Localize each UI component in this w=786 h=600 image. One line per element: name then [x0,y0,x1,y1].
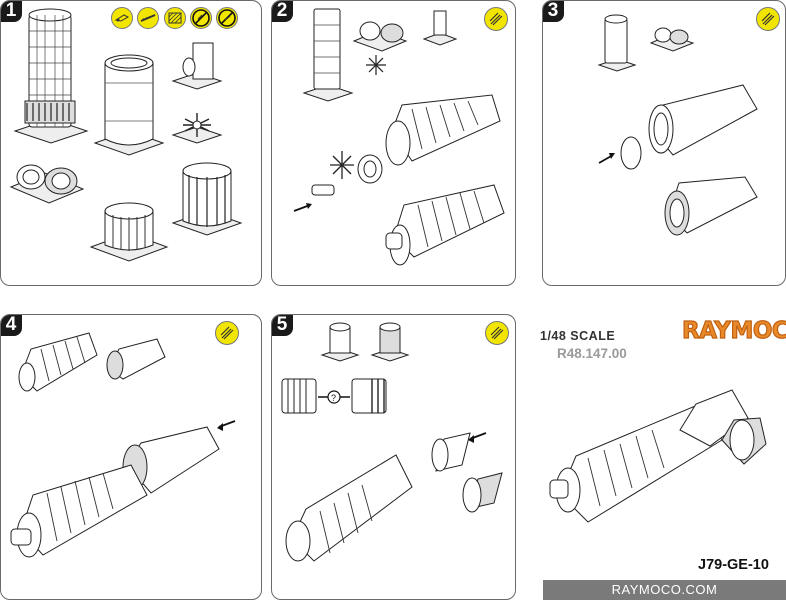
svg-text:?: ? [331,393,336,403]
step-number: 4 [1,315,22,336]
website-footer[interactable]: RAYMOCO.COM [543,580,786,600]
step-number: 2 [272,1,293,22]
step-4-panel: 4 [0,314,262,600]
no-paint-icon [216,7,238,29]
no-glue-icon [190,7,212,29]
glue-icon [756,7,780,31]
step-number: 3 [543,1,564,22]
glue-icon [215,321,239,345]
step-2-panel: 2 [271,0,516,286]
step-5-assembly-drawing: ? [281,322,503,562]
file-icon [137,7,159,29]
scale-label: 1/48 SCALE [540,329,616,343]
brand-logo: RAYMOCO [681,317,786,344]
glue-icon [484,7,508,31]
step-3-panel: 3 [542,0,786,286]
step-number: 1 [1,1,22,22]
product-code: R48.147.00 [557,346,627,361]
step-5-panel: 5 ? [271,314,516,600]
step-1-parts-drawing [9,8,243,262]
glue-icon [485,321,509,345]
sand-icon [164,7,186,29]
step-4-assembly-drawing [10,332,236,558]
cut-icon [111,7,133,29]
step-2-assembly-drawing [293,8,505,266]
step-1-panel: 1 [0,0,262,286]
step-3-assembly-drawing [597,14,758,236]
step-number: 5 [272,315,293,336]
engine-model: J79-GE-10 [698,557,769,573]
